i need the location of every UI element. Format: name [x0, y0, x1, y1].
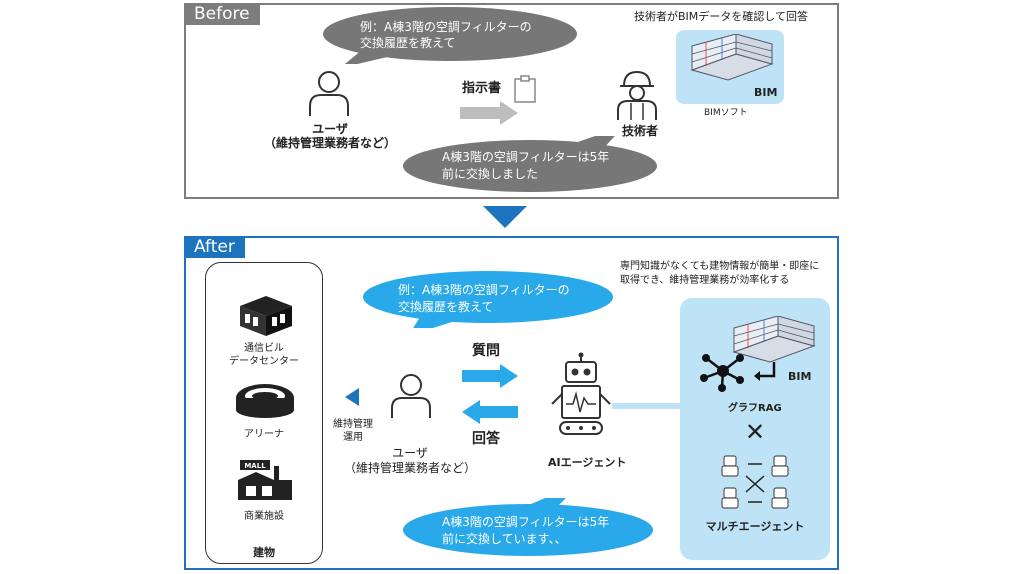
after-answer-line1: A棟3階の空調フィルターは5年 [442, 515, 610, 529]
answer-arrow-label: 回答 [472, 431, 500, 447]
data-center-icon [240, 296, 292, 336]
after-user-sublabel: （維持管理業務者など） [343, 461, 476, 475]
multi-agent-icon [721, 455, 789, 509]
mall-sign-text: MALL [244, 462, 266, 470]
before-answer-line2: 前に交換しました [442, 167, 539, 181]
left-arrow-icon [345, 388, 359, 406]
instruction-label: 指示書 [462, 81, 502, 96]
before-question-line1: 例：A棟3階の空調フィルターの [360, 20, 532, 34]
gray-right-arrow [460, 101, 518, 125]
after-user-label: ユーザ [392, 446, 428, 460]
before-question-line2: 交換履歴を教えて [360, 36, 456, 50]
mall-icon: MALL [238, 460, 292, 500]
bubble-shape [323, 7, 577, 64]
after-note-line2: 取得でき、維持管理業務が効率化する [620, 275, 790, 286]
building-label-mall: 商業施設 [244, 511, 284, 522]
user-icon [309, 71, 349, 116]
after-question-line1: 例：A棟3階の空調フィルターの [398, 283, 570, 297]
left-arrow-icon [462, 400, 518, 424]
after-question-bubble: 例：A棟3階の空調フィルターの 交換履歴を教えて [362, 270, 614, 328]
operation-label-2: 運用 [343, 432, 363, 443]
buildings-title: 建物 [253, 546, 275, 559]
question-arrow-label: 質問 [472, 343, 500, 359]
graph-icon [700, 354, 744, 392]
after-tag: After [184, 236, 245, 258]
right-arrow-icon [462, 364, 518, 388]
building-label-arena: アリーナ [244, 429, 284, 440]
engineer-note: 技術者がBIMデータを確認して回答 [634, 10, 808, 23]
after-answer-bubble: A棟3階の空調フィルターは5年 前に交換しています、、 [402, 498, 654, 558]
bim-building-icon [732, 316, 816, 363]
arena-icon [236, 384, 294, 418]
before-answer-line1: A棟3階の空調フィルターは5年 [442, 150, 610, 164]
after-answer-line2: 前に交換しています、、 [442, 532, 567, 546]
transition-arrow [483, 206, 527, 228]
user-icon [391, 374, 431, 418]
bim-building-icon [690, 34, 774, 81]
bim-label: BIM [754, 86, 778, 99]
robot-icon [551, 352, 611, 435]
connector-line [612, 403, 682, 409]
clipboard-icon [514, 75, 536, 103]
bubble-shape [403, 136, 657, 192]
graph-rag-label: グラフRAG [728, 403, 782, 414]
return-arrow-icon [754, 362, 776, 381]
bubble-shape [363, 271, 613, 328]
times-symbol: ✕ [744, 418, 766, 446]
ai-agent-label: AIエージェント [548, 456, 627, 469]
before-answer-bubble: A棟3階の空調フィルターは5年 前に交換しました [402, 136, 658, 194]
building-label-datacenter-2: データセンター [229, 356, 299, 367]
engineer-icon [617, 70, 657, 120]
multi-agent-label: マルチエージェント [705, 520, 805, 533]
before-user-sublabel: （維持管理業務者など） [263, 136, 396, 150]
bim-soft-label: BIMソフト [704, 108, 748, 118]
bubble-shape [403, 498, 653, 556]
before-user-label: ユーザ [312, 122, 348, 136]
bim-card: BIM [676, 30, 784, 104]
after-note-line1: 専門知識がなくても建物情報が簡単・即座に [620, 261, 820, 272]
before-question-bubble: 例：A棟3階の空調フィルターの 交換履歴を教えて [322, 6, 578, 64]
building-label-datacenter-1: 通信ビル [244, 343, 284, 354]
after-question-line2: 交換履歴を教えて [398, 300, 494, 314]
operation-label-1: 維持管理 [333, 419, 373, 430]
engineer-label: 技術者 [622, 124, 659, 138]
agent-bim-label: BIM [788, 370, 812, 383]
before-tag: Before [184, 3, 260, 25]
